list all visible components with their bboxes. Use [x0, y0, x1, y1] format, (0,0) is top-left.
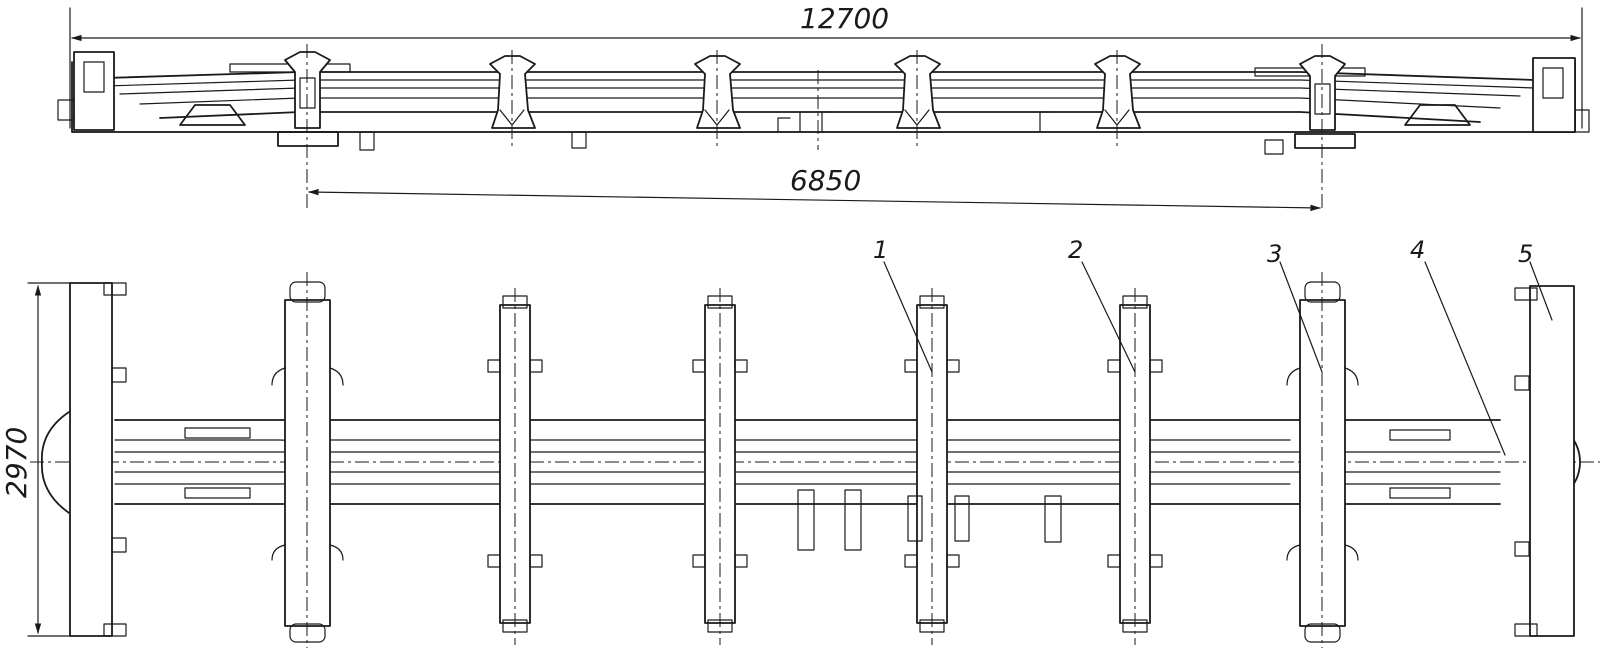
crossmember-b — [692, 288, 748, 645]
callout-1: 1 — [873, 236, 888, 264]
frame-width-value: 2970 — [0, 427, 33, 498]
callout-2: 2 — [1068, 236, 1083, 264]
end-beam-left — [69, 282, 127, 637]
side-bolster-1 — [277, 44, 339, 210]
crossmember-a — [487, 288, 543, 645]
bolster-spacing-dimension: 6850 — [307, 164, 1322, 212]
side-crossmember-2 — [489, 50, 536, 150]
side-crossmember-3 — [694, 50, 741, 150]
overall-length-dimension: 12700 — [70, 2, 1582, 42]
plan-view: 2970 — [0, 236, 1600, 648]
callout-4: 4 — [1410, 236, 1425, 264]
crossmember-1 — [904, 288, 960, 645]
frame-width-dimension: 2970 — [0, 282, 73, 637]
bolster-left — [271, 272, 344, 648]
side-elevation-view: 12700 — [57, 2, 1590, 212]
callout-leaders — [883, 261, 1553, 456]
callout-5: 5 — [1518, 240, 1533, 268]
side-crossmember-5 — [1094, 50, 1141, 150]
side-crossmember-4 — [894, 50, 941, 150]
bolster-spacing-value: 6850 — [790, 164, 861, 197]
crossmember-2 — [1107, 288, 1163, 645]
end-beam-right — [1514, 285, 1575, 637]
callout-3: 3 — [1267, 240, 1282, 268]
bolster-right — [1286, 272, 1359, 648]
side-bolster-2 — [1294, 44, 1356, 210]
overall-length-value: 12700 — [800, 2, 889, 35]
